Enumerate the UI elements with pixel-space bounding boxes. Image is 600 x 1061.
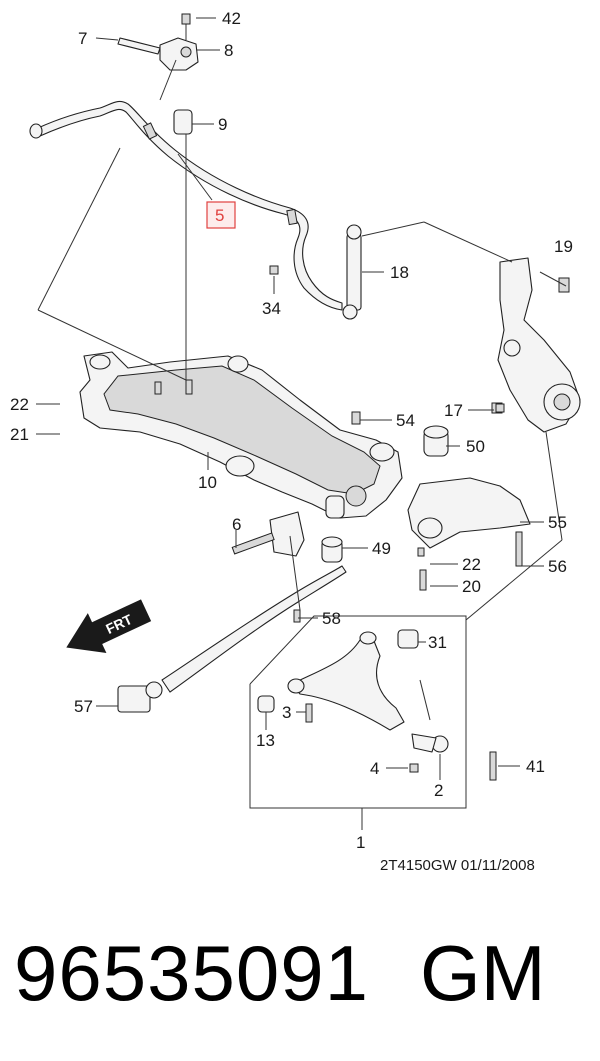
callout-56: 56 [548,557,567,576]
callout-54: 54 [396,411,415,430]
tension-strut [117,565,347,713]
part-number: 96535091 [14,929,370,1017]
callout-49: 49 [372,539,391,558]
callout-50: 50 [466,437,485,456]
callout-34: 34 [262,299,281,318]
steering-knuckle [491,257,581,433]
lower-arm-group-box [249,615,467,809]
callout-19: 19 [554,237,573,256]
callout-4: 4 [370,759,379,778]
callout-5-highlight-box [206,201,236,229]
leader-lines [36,17,567,830]
callout-6: 6 [232,515,241,534]
callout-7: 7 [78,29,87,48]
underbody-shield [351,403,531,591]
callout-3: 3 [282,703,291,722]
callout-58: 58 [322,609,341,628]
stabilizer-bracket [117,13,199,135]
brand: GM [420,929,546,1017]
front-direction-arrow: FRT [66,599,152,654]
front-subframe [79,351,403,519]
callout-31: 31 [428,633,447,652]
callout-55: 55 [548,513,567,532]
callout-2: 2 [434,781,443,800]
callout-5: 5 [215,206,224,225]
stabilizer-bar [29,100,343,311]
rear-mount-bracket [231,511,305,623]
rear-bushings [321,425,449,563]
callout-labels: 42 7 8 9 5 19 18 34 22 21 54 17 50 10 55… [10,9,573,852]
callout-1: 1 [356,833,365,852]
callout-17: 17 [444,401,463,420]
lower-control-arm [257,629,497,781]
callout-42: 42 [222,9,241,28]
callout-18: 18 [390,263,409,282]
callout-20: 20 [462,577,481,596]
callout-13: 13 [256,731,275,750]
stabilizer-link [269,224,362,320]
callout-8: 8 [224,41,233,60]
callout-10: 10 [198,473,217,492]
callout-9: 9 [218,115,227,134]
diagram-code: 2T4150GW 01/11/2008 [380,857,535,874]
callout-22-right: 22 [462,555,481,574]
callout-57: 57 [74,697,93,716]
callout-41: 41 [526,757,545,776]
callout-21: 21 [10,425,29,444]
callout-22-left: 22 [10,395,29,414]
